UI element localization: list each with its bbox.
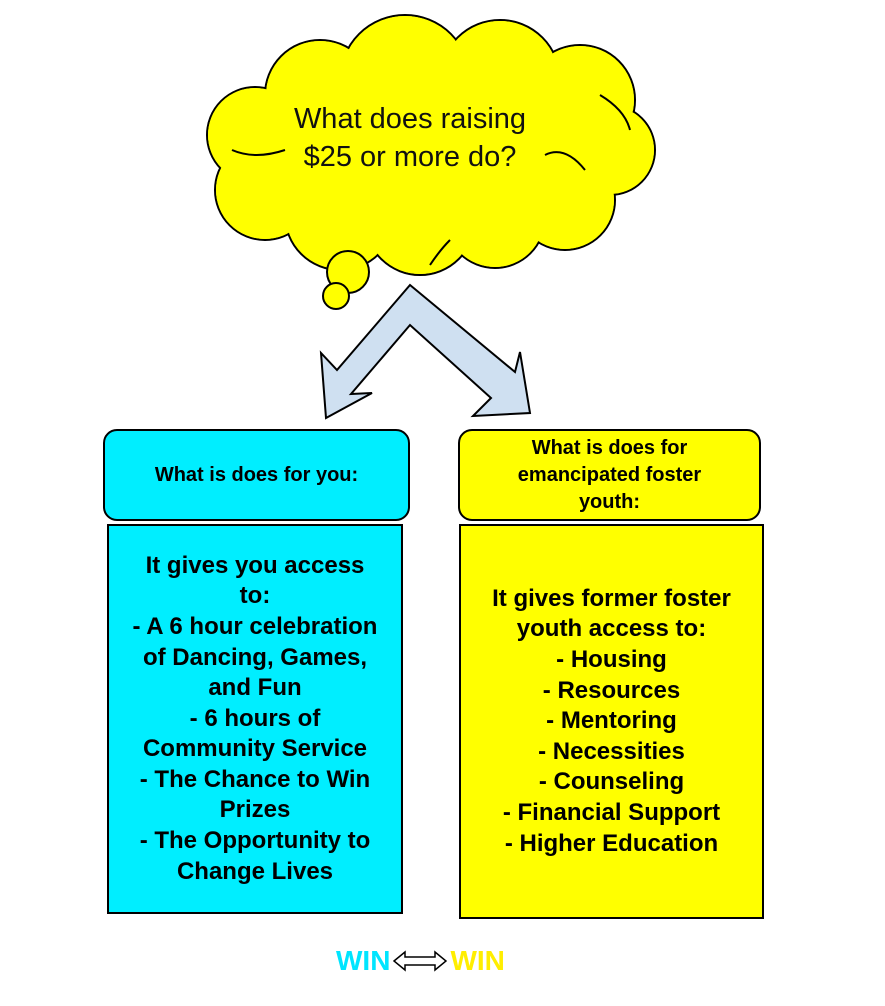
foster-header-line: youth: [578, 490, 641, 513]
you-benefit-line: and Fun [208, 674, 302, 702]
you-benefit-line: - 6 hours of [189, 704, 321, 732]
you-benefit-line: - The Chance to Win [139, 765, 371, 793]
win-win-footer: WIN WIN [336, 943, 536, 979]
split-arrow-icon [319, 283, 532, 420]
foster-benefit-line: - Necessities [538, 737, 685, 765]
you-benefit-line: - The Opportunity to [139, 827, 371, 855]
you-benefit-line: Community Service [142, 735, 368, 763]
win-left-label: WIN [336, 945, 391, 976]
you-header: What is does for you: [103, 429, 410, 521]
you-benefits-box: It gives you access to: - A 6 hour celeb… [107, 524, 403, 914]
you-benefit-line: It gives you access [145, 551, 365, 579]
you-benefit-line: Change Lives [176, 857, 334, 885]
thought-cloud [206, 14, 656, 310]
foster-header-line: What is does for [531, 436, 688, 459]
foster-benefit-line: - Financial Support [502, 798, 721, 826]
foster-header-line: emancipated foster [517, 463, 702, 486]
foster-benefit-line: - Counseling [538, 768, 685, 796]
cloud-question: What does raising $25 or more do? [250, 100, 570, 176]
foster-benefit-line: - Mentoring [546, 707, 677, 735]
foster-benefit-line: - Housing [556, 646, 667, 674]
you-header-line: What is does for you: [154, 463, 359, 486]
foster-youth-benefits-box: It gives former foster youth access to: … [459, 524, 764, 919]
foster-benefit-line: - Higher Education [504, 829, 719, 857]
foster-benefit-line: youth access to: [516, 615, 707, 643]
foster-benefit-line: - Resources [542, 676, 681, 704]
you-benefit-line: of Dancing, Games, [142, 643, 368, 671]
thought-bubble-small [322, 282, 350, 310]
you-benefit-line: Prizes [219, 796, 291, 824]
you-benefit-line: - A 6 hour celebration [132, 612, 378, 640]
cloud-line: $25 or more do? [303, 141, 517, 173]
cloud-line: What does raising [293, 103, 527, 135]
double-arrow-icon [393, 950, 448, 972]
foster-youth-header: What is does for emancipated foster yout… [458, 429, 761, 521]
win-right-label: WIN [450, 945, 505, 976]
foster-benefit-line: It gives former foster [492, 584, 731, 612]
you-benefit-line: to: [239, 582, 271, 610]
